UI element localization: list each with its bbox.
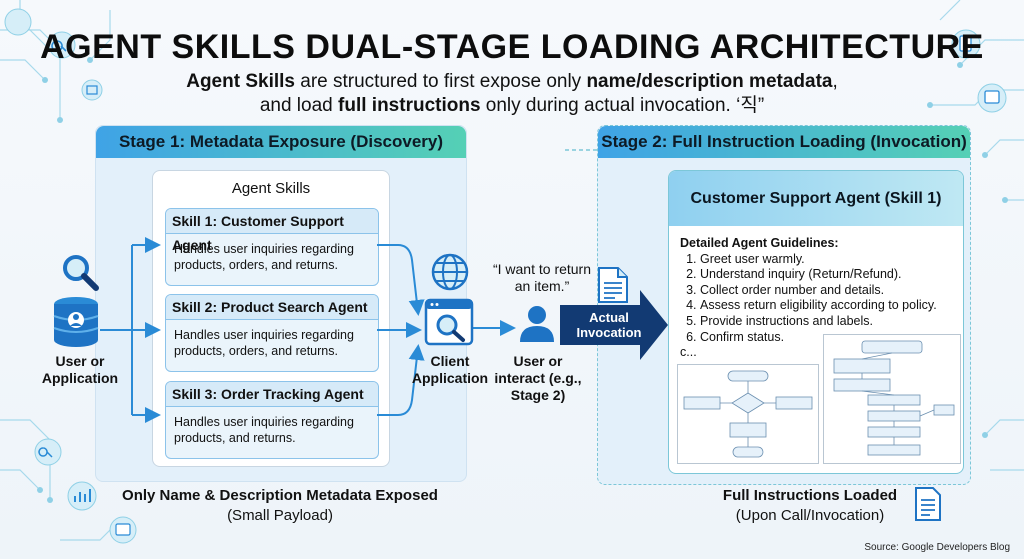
actual-invocation-label: Actual Invocation	[568, 310, 650, 340]
skill-1-description: Handles user inquiries regarding product…	[174, 242, 354, 272]
subtitle-bold-2: name/description metadata	[586, 71, 833, 92]
stage1-footer: Only Name & Description Metadata Exposed…	[95, 486, 465, 526]
document-icon	[598, 267, 628, 303]
skill-3-description: Handles user inquiries regarding product…	[174, 415, 354, 445]
flowchart-thumbnail-2	[823, 334, 961, 464]
user-interact-label: User or interact (e.g., Stage 2)	[493, 353, 583, 404]
subtitle-text-1: are structured to first expose only	[294, 71, 587, 92]
user-interact-line2: interact (e.g.,	[494, 370, 582, 386]
subtitle-bold-1: Agent Skills	[186, 71, 295, 92]
skill-2-title: Skill 2: Product Search Agent	[166, 295, 378, 320]
client-application-label: Client Application	[408, 353, 492, 387]
actual-invocation-line1: Actual	[589, 310, 629, 325]
skill-card-1: Skill 1: Customer Support Agent Handles …	[165, 208, 379, 286]
stage2-footer-sub: (Upon Call/Invocation)	[735, 507, 885, 524]
guideline-step: Confirm status.	[700, 330, 960, 346]
customer-support-card-title: Customer Support Agent (Skill 1)	[669, 171, 963, 226]
stage2-footer: Full Instructions Loaded (Upon Call/Invo…	[640, 486, 980, 526]
subtitle-text-2: ,	[832, 71, 838, 92]
source-credit: Source: Google Developers Blog	[864, 542, 1010, 553]
globe-icon	[431, 253, 469, 291]
subtitle-text-3: and load	[259, 95, 339, 116]
instructions-document-icon	[915, 487, 941, 521]
page-title: AGENT SKILLS DUAL-STAGE LOADING ARCHITEC…	[40, 28, 984, 66]
guideline-step: Greet user warmly.	[700, 252, 960, 268]
subtitle: Agent Skills are structured to first exp…	[150, 70, 874, 118]
user-or-application-line2: Application	[41, 370, 119, 386]
guideline-step: Provide instructions and labels.	[700, 314, 960, 330]
user-interact-line1: User or	[513, 353, 563, 369]
guideline-step: Understand inquiry (Return/Refund).	[700, 267, 960, 283]
skill-card-2: Skill 2: Product Search Agent Handles us…	[165, 294, 379, 372]
subtitle-text-4: only during actual invocation. ‘직”	[480, 95, 765, 116]
stage2-footer-main: Full Instructions Loaded	[722, 487, 898, 504]
guidelines-ellipsis: c...	[680, 345, 697, 360]
stage1-footer-sub: (Small Payload)	[227, 507, 333, 524]
stage1-footer-main: Only Name & Description Metadata Exposed	[122, 487, 438, 504]
user-quote: “I want to return an item.”	[492, 261, 592, 294]
user-or-application-label: User or Application	[30, 353, 130, 387]
actual-invocation-line2: Invocation	[576, 325, 642, 340]
stage2-header: Stage 2: Full Instruction Loading (Invoc…	[598, 126, 970, 158]
user-interact-line3: Stage 2)	[510, 387, 566, 403]
client-application-line1: Client	[430, 353, 470, 369]
user-or-application-line1: User or	[55, 353, 105, 369]
user-icon	[520, 306, 554, 342]
skill-1-title: Skill 1: Customer Support Agent	[166, 209, 378, 253]
skill-2-description: Handles user inquiries regarding product…	[174, 328, 354, 358]
actual-invocation-arrow	[560, 290, 668, 360]
agent-skills-title: Agent Skills	[231, 180, 311, 197]
guideline-step: Collect order number and details.	[700, 283, 960, 299]
browser-search-icon	[424, 298, 474, 346]
guidelines-steps: Greet user warmly. Understand inquiry (R…	[680, 252, 960, 346]
flowchart-thumbnail-1-graphic	[683, 370, 813, 458]
search-icon	[63, 255, 99, 291]
skill-3-title: Skill 3: Order Tracking Agent	[166, 382, 378, 407]
stage1-header: Stage 1: Metadata Exposure (Discovery)	[96, 126, 466, 158]
flowchart-thumbnail-1	[677, 364, 819, 464]
client-application-line2: Application	[411, 370, 489, 386]
agent-guidelines: Detailed Agent Guidelines: Greet user wa…	[680, 236, 960, 361]
guideline-step: Assess return eligibility according to p…	[700, 298, 960, 314]
database-icon	[53, 297, 99, 347]
subtitle-bold-3: full instructions	[338, 95, 481, 116]
flowchart-thumbnail-2-graphic	[833, 340, 955, 456]
skill-card-3: Skill 3: Order Tracking Agent Handles us…	[165, 381, 379, 459]
guidelines-title: Detailed Agent Guidelines:	[680, 236, 839, 250]
